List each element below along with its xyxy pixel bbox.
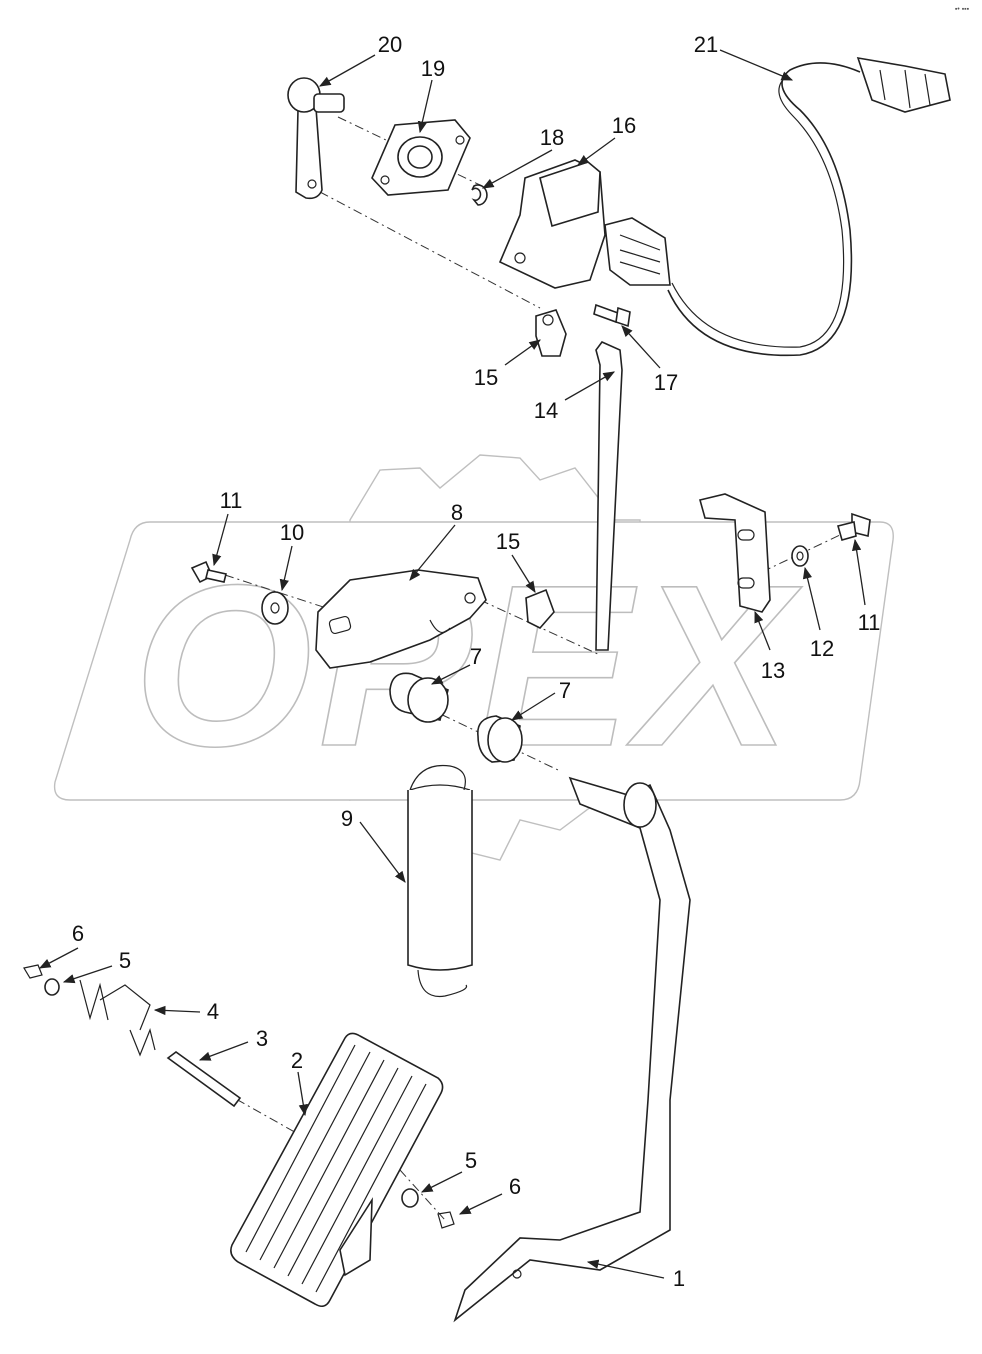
callout-5-lower: 5 — [465, 1148, 477, 1173]
part-5-washer-lower — [401, 1188, 419, 1208]
part-1-pedal-arm — [453, 776, 691, 1323]
callout-11-right: 11 — [858, 610, 881, 635]
callout-18: 18 — [540, 125, 564, 150]
part-18-retaining-ring — [471, 184, 488, 206]
callout-6-lower: 6 — [509, 1174, 521, 1199]
part-15-clip-upper — [535, 309, 567, 357]
part-10-washer — [261, 591, 289, 625]
part-2-pedal — [230, 1032, 444, 1308]
callout-15-upper: 15 — [474, 365, 498, 390]
part-20-lever — [287, 77, 345, 200]
callout-8: 8 — [451, 500, 463, 525]
callout-17: 17 — [654, 370, 678, 395]
part-11-bolt-right — [837, 512, 871, 541]
callout-11-left: 11 — [220, 488, 243, 513]
callout-3: 3 — [256, 1026, 268, 1051]
part-14-rod — [595, 341, 623, 651]
callout-21: 21 — [694, 32, 718, 57]
callout-1: 1 — [673, 1266, 685, 1291]
callout-labels: 20 19 18 16 21 15 17 14 11 10 8 15 13 12… — [72, 32, 881, 1291]
callout-6-upper: 6 — [72, 921, 84, 946]
callout-12: 12 — [810, 636, 834, 661]
part-19-flange — [371, 119, 471, 196]
part-3-pin — [166, 1051, 242, 1108]
callout-10: 10 — [280, 520, 304, 545]
part-15-clip-middle — [525, 588, 555, 629]
callout-16: 16 — [612, 113, 636, 138]
part-9-spring — [407, 764, 473, 998]
corner-mark: ▪• ▪▪▪ — [955, 6, 970, 13]
callout-19: 19 — [421, 56, 445, 81]
callout-7-lower: 7 — [559, 678, 571, 703]
part-21-harness — [667, 56, 951, 357]
part-6-clip-upper — [23, 964, 43, 979]
part-12-washer — [791, 545, 809, 567]
part-4-torsion-spring — [79, 979, 156, 1057]
callout-7-upper: 7 — [470, 644, 482, 669]
watermark-banner: OPEX — [53, 521, 894, 801]
callout-20: 20 — [378, 32, 402, 57]
part-11-bolt-left — [190, 560, 227, 584]
part-17-screw — [593, 303, 631, 328]
callout-14: 14 — [534, 398, 558, 423]
part-7-bushing-lower — [477, 715, 523, 763]
leader-lines — [38, 49, 866, 1279]
callout-2: 2 — [291, 1048, 303, 1073]
callout-13: 13 — [761, 658, 785, 683]
part-7-bushing-upper — [389, 672, 449, 723]
callout-9: 9 — [341, 806, 353, 831]
part-6-clip-lower — [437, 1211, 455, 1229]
callout-15-middle: 15 — [496, 529, 520, 554]
part-8-bracket — [315, 569, 487, 669]
part-16-sensor — [498, 159, 671, 289]
callout-4: 4 — [207, 999, 219, 1024]
part-5-washer-upper — [44, 978, 60, 996]
callout-5-upper: 5 — [119, 948, 131, 973]
